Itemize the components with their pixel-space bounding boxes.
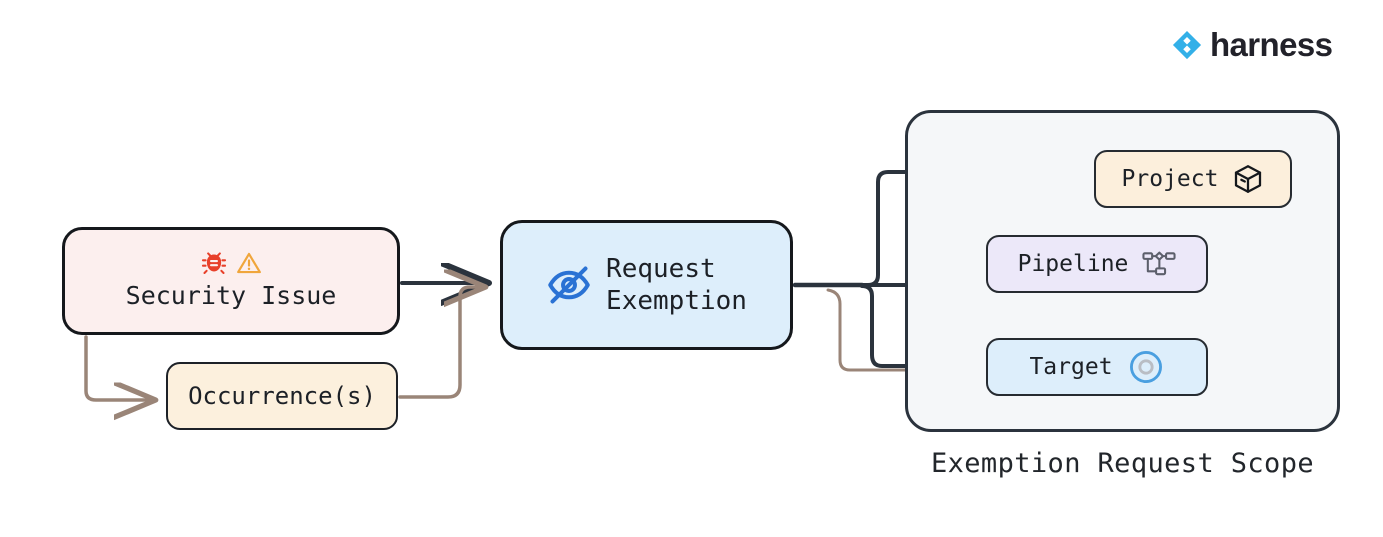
target-circle-icon	[1129, 351, 1162, 383]
node-security-issue-label: Security Issue	[125, 281, 337, 311]
node-request-exemption[interactable]: Request Exemption	[500, 220, 793, 350]
brand-logo: harness	[1172, 26, 1333, 63]
node-pipeline-label: Pipeline	[1017, 250, 1129, 277]
warning-triangle-icon	[236, 253, 261, 274]
edge-occurrence-to-request	[398, 287, 484, 399]
edge-security-to-occurrence	[84, 335, 154, 400]
scope-caption: Exemption Request Scope	[930, 448, 1315, 479]
target-content: Target	[1029, 348, 1164, 386]
request-exemption-content: Request Exemption	[546, 253, 747, 318]
cube-box-icon	[1235, 165, 1262, 193]
node-security-issue[interactable]: Security Issue	[62, 227, 400, 335]
node-project-label: Project	[1121, 165, 1219, 192]
node-request-exemption-label: Request Exemption	[606, 253, 747, 317]
bug-icon	[201, 252, 226, 275]
pipeline-content: Pipeline	[1018, 249, 1177, 279]
node-pipeline[interactable]: Pipeline	[986, 235, 1208, 293]
node-occurrences-label: Occurrence(s)	[188, 382, 376, 410]
node-target[interactable]: Target	[986, 338, 1208, 396]
eye-off-icon	[548, 266, 590, 304]
harness-diamond-logo-icon	[1172, 30, 1202, 59]
node-occurrences[interactable]: Occurrence(s)	[166, 362, 398, 430]
security-issue-icon-row	[201, 250, 262, 276]
node-project[interactable]: Project	[1094, 150, 1292, 208]
brand-name: harness	[1210, 26, 1333, 63]
project-content: Project	[1122, 163, 1265, 195]
pipeline-nodes-icon	[1142, 251, 1176, 276]
node-target-label: Target	[1029, 353, 1113, 380]
